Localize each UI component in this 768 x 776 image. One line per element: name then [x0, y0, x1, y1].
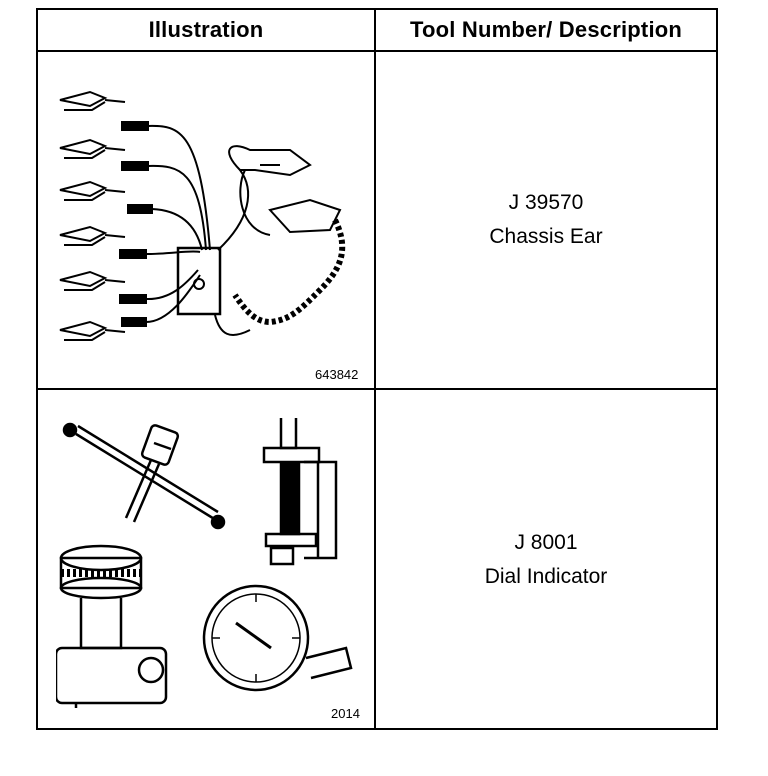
clamp-3	[59, 180, 126, 201]
header-tool-description: Tool Number/ Description	[409, 17, 683, 42]
tool-number-j39570: J 39570	[508, 191, 584, 214]
header-divider	[36, 50, 718, 52]
clamp-2	[59, 138, 126, 159]
dial-indicator-set-icon	[56, 418, 353, 708]
clamp-6	[59, 320, 126, 341]
tool-description-chassis-ear: Chassis Ear	[489, 225, 603, 248]
clamp-4	[59, 225, 126, 246]
row-divider	[36, 388, 718, 390]
column-divider	[374, 8, 376, 730]
knurled-knob-part	[56, 544, 168, 708]
c-clamp-part	[262, 418, 338, 566]
header-illustration: Illustration	[148, 17, 264, 42]
clamp-5	[59, 270, 126, 291]
tool-table	[36, 8, 718, 730]
tool-description-dial-indicator: Dial Indicator	[484, 565, 608, 588]
dial-gauge-part	[202, 584, 353, 692]
tool-number-j8001: J 8001	[514, 531, 578, 554]
cross-wrench-part	[62, 422, 226, 530]
figure-id-643842: 643842	[315, 367, 359, 382]
chassis-ear-harness-icon	[59, 90, 346, 341]
figure-id-2014: 2014	[331, 706, 360, 721]
clamp-1	[59, 90, 126, 111]
